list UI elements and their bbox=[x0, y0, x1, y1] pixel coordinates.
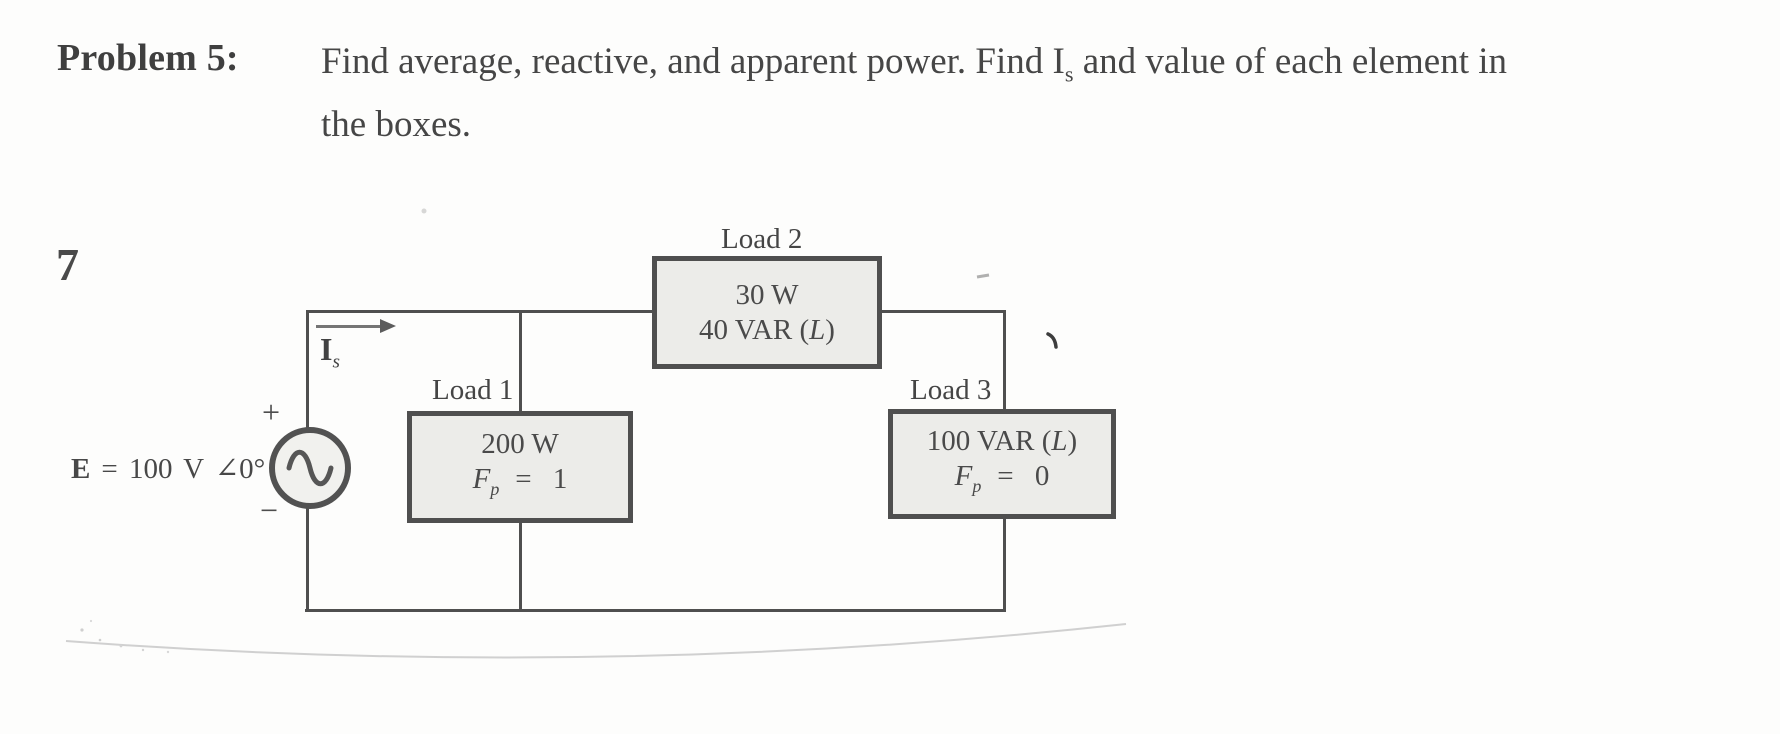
load3-reactive: 100 VAR (L) bbox=[926, 425, 1078, 458]
wire-load1-bottom bbox=[519, 520, 522, 612]
voltage-value: = 100 V ∠0° bbox=[101, 453, 266, 485]
wire-source-top bbox=[306, 310, 309, 429]
load3-power-factor: Fp= 0 bbox=[954, 460, 1050, 496]
load1-box: 200 W Fp= 1 bbox=[407, 411, 633, 523]
load3-box: 100 VAR (L) Fp= 0 bbox=[888, 409, 1116, 519]
load2-power: 30 W bbox=[735, 278, 799, 311]
problem-description-line2: the boxes. bbox=[321, 104, 472, 146]
sine-wave-icon bbox=[286, 449, 334, 487]
load2-reactive: 40 VAR (L) bbox=[699, 313, 835, 346]
plus-sign: + bbox=[262, 394, 281, 430]
minus-sign: − bbox=[260, 492, 279, 528]
source-current-label: Is bbox=[320, 331, 340, 373]
wire-load1-top bbox=[519, 310, 522, 414]
page-number: 7 bbox=[56, 239, 79, 290]
load1-title: Load 1 bbox=[432, 374, 514, 406]
ac-source bbox=[269, 427, 351, 509]
subscript-s: s bbox=[1064, 61, 1074, 87]
load2-title: Load 2 bbox=[721, 223, 803, 255]
load1-power-factor: Fp= 1 bbox=[472, 463, 568, 499]
source-voltage-label: E = 100 V ∠0° bbox=[71, 451, 265, 486]
wire-bottom bbox=[305, 609, 1006, 612]
load3-title: Load 3 bbox=[910, 374, 992, 406]
wire-top-right bbox=[879, 310, 1006, 313]
wire-load3-bottom bbox=[1003, 516, 1006, 612]
wire-source-bottom bbox=[306, 505, 309, 612]
current-arrow-head bbox=[380, 319, 396, 333]
current-arrow-shaft bbox=[316, 325, 382, 328]
problem-description: Find average, reactive, and apparent pow… bbox=[321, 36, 1541, 150]
problem-label: Problem 5: bbox=[57, 37, 239, 79]
load2-box: 30 W 40 VAR (L) bbox=[652, 256, 882, 369]
wire-load3-top bbox=[1003, 310, 1006, 413]
wire-top-left bbox=[306, 310, 655, 313]
voltage-symbol: E bbox=[71, 453, 91, 485]
problem-description-line1: Find average, reactive, and apparent pow… bbox=[321, 41, 1508, 87]
load1-power: 200 W bbox=[481, 428, 559, 461]
